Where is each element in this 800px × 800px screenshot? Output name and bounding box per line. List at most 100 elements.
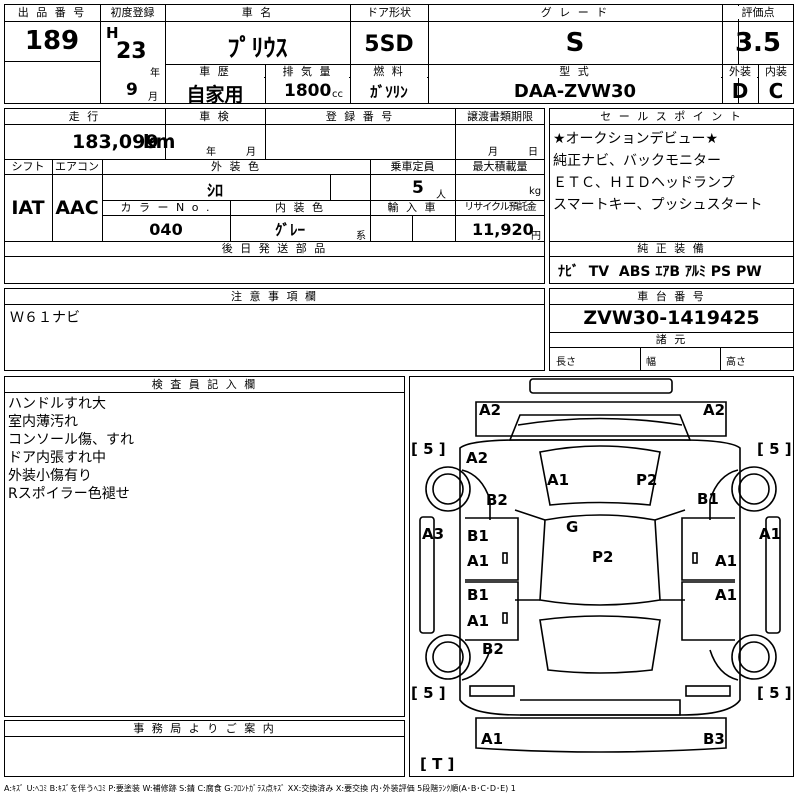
transfer-month-unit: 月 — [488, 147, 498, 158]
legend-text: A:ｷｽﾞ U:ﾍｺﾐ B:ｷｽﾞを伴うﾍｺﾐ P:要塗装 W:補修跡 S:錆 … — [4, 784, 516, 793]
header-ext-color: 外 装 色 — [103, 160, 369, 173]
header-office: 事 務 局 よ り ご 案 内 — [5, 722, 404, 735]
dmg-fender-fl: A2 — [466, 449, 489, 467]
door-type: 5SD — [364, 32, 414, 57]
inspector-note-6: Rスポイラー色褪せ — [8, 486, 130, 502]
tire-fr-score: [ 5 ] — [757, 440, 792, 458]
dmg-door-fl-2: A1 — [467, 552, 490, 570]
header-inspector: 検 査 員 記 入 欄 — [5, 378, 404, 391]
exterior-grade: D — [731, 79, 749, 103]
header-later-parts: 後 日 発 送 部 品 — [5, 242, 544, 255]
tire-fl-score: [ 5 ] — [411, 440, 446, 458]
header-recycle: リサイクル預託金 — [456, 201, 544, 214]
car-history: 自家用 — [186, 84, 244, 106]
reg-month-unit: 月 — [148, 92, 158, 103]
car-diagram — [409, 376, 794, 777]
header-reg-no: 登 録 番 号 — [266, 110, 454, 123]
genuine-equipment: ﾅﾋﾞ TV ABS ｴｱB ｱﾙﾐ PS PW — [558, 264, 762, 280]
header-genuine: 純 正 装 備 — [550, 242, 793, 255]
header-fuel: 燃 料 — [351, 65, 427, 78]
header-lot-no: 出 品 番 号 — [5, 6, 99, 19]
fuel-type: ｶﾞｿﾘﾝ — [370, 83, 408, 101]
dmg-wheel-fr: B1 — [697, 490, 719, 508]
dmg-bonnet-l: A1 — [547, 471, 570, 489]
spare-tire-mark: [ T ] — [420, 755, 455, 773]
capacity-unit: 人 — [436, 190, 446, 201]
dmg-door-fr: A1 — [715, 552, 738, 570]
header-ac: エアコン — [53, 160, 101, 173]
displacement: 1800 — [284, 81, 332, 101]
dmg-door-rr: A1 — [715, 586, 738, 604]
dmg-wheel-rl: B2 — [482, 640, 504, 658]
header-car-name: 車 名 — [166, 6, 349, 19]
header-transfer: 譲渡書類期限 — [456, 110, 544, 123]
inspector-note-4: ドア内張すれ中 — [8, 450, 106, 466]
header-shift: シフト — [5, 160, 51, 173]
dmg-wheel-fl: B2 — [486, 491, 508, 509]
header-capacity: 乗車定員 — [371, 160, 454, 173]
header-int-color: 内 装 色 — [231, 201, 369, 214]
dmg-rear-left: A1 — [481, 730, 504, 748]
color-no-value: 040 — [149, 220, 183, 239]
header-max-load: 最大積載量 — [456, 160, 544, 173]
load-unit: kg — [529, 186, 542, 197]
car-name: ﾌﾟﾘｳｽ — [227, 34, 288, 62]
inspection-month-unit: 月 — [246, 147, 256, 158]
dmg-bonnet-r: P2 — [636, 471, 658, 489]
int-color-value: ｸﾞﾚｰ — [274, 221, 305, 239]
transfer-day-unit: 日 — [528, 147, 538, 158]
header-model: 型 式 — [429, 65, 721, 78]
inspector-note-2: 室内薄汚れ — [8, 414, 78, 430]
dmg-roof: P2 — [592, 548, 614, 566]
header-mileage: 走 行 — [5, 110, 164, 123]
dmg-sill-r: A1 — [759, 525, 782, 543]
header-interior: 内装 — [759, 65, 793, 78]
header-first-reg: 初度登録 — [101, 6, 164, 19]
header-history: 車 歴 — [166, 65, 264, 78]
sales-point-3: ＥＴＣ、ＨＩＤヘッドランプ — [553, 175, 735, 191]
mileage-value: 183,099 — [72, 131, 159, 153]
header-chassis: 車 台 番 号 — [550, 290, 793, 303]
reg-year-unit: 年 — [150, 68, 160, 79]
dmg-front-left: A2 — [479, 401, 502, 419]
sales-point-1: ★オークションデビュー★ — [553, 131, 719, 147]
tire-rr-score: [ 5 ] — [757, 684, 792, 702]
sales-point-4: スマートキー、プッシュスタート — [553, 197, 763, 213]
header-dims: 諸 元 — [550, 333, 793, 346]
recycle-value: 11,920 — [472, 220, 534, 239]
mileage-unit: km — [143, 131, 176, 153]
header-door: ドア形状 — [351, 6, 427, 19]
inspection-year-unit: 年 — [206, 147, 216, 158]
height-label: 高さ — [726, 357, 746, 368]
header-exterior: 外装 — [723, 65, 757, 78]
displacement-unit: cc — [332, 89, 343, 100]
ext-color-value: ｼﾛ — [206, 181, 223, 200]
lot-number: 189 — [24, 26, 80, 56]
reg-month: 9 — [126, 80, 138, 100]
interior-grade: C — [768, 79, 784, 103]
header-inspection: 車 検 — [166, 110, 264, 123]
capacity-value: 5 — [412, 178, 424, 198]
chassis-number: ZVW30-1419425 — [583, 307, 760, 329]
inspector-note-5: 外装小傷有り — [8, 468, 92, 484]
header-displacement: 排 気 量 — [266, 65, 349, 78]
dmg-sill-l: A3 — [422, 525, 445, 543]
reg-year: 23 — [116, 39, 147, 64]
dmg-front-right: A2 — [703, 401, 726, 419]
grade-value: S — [565, 28, 585, 58]
header-caution: 注 意 事 項 欄 — [5, 290, 544, 303]
dmg-door-rl-1: B1 — [467, 586, 489, 604]
header-import: 輸 入 車 — [371, 201, 454, 214]
header-grade: グ レ ー ド — [429, 6, 721, 19]
width-label: 幅 — [646, 357, 656, 368]
dmg-rear-right: B3 — [703, 730, 725, 748]
header-color-no: カ ラ ー N o . — [103, 201, 229, 214]
header-score: 評価点 — [723, 6, 793, 19]
int-color-suffix: 系 — [356, 231, 366, 242]
caution-note-1: Ｗ６１ナビ — [10, 310, 80, 326]
dmg-glass: G — [566, 518, 579, 536]
sales-point-2: 純正ナビ、バックモニター — [553, 153, 721, 169]
model-code: DAA-ZVW30 — [513, 81, 637, 102]
dmg-door-fl-1: B1 — [467, 527, 489, 545]
score-value: 3.5 — [734, 28, 782, 58]
